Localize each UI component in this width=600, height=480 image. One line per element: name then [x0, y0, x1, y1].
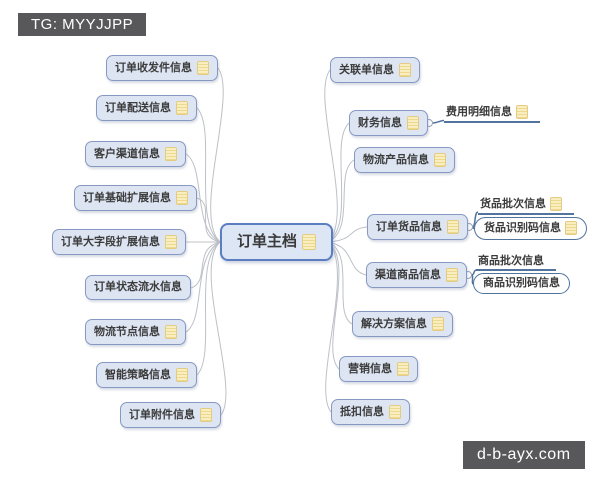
node-label: 物流产品信息	[363, 153, 429, 166]
node-label: 渠道商品信息	[375, 268, 441, 281]
node-label: 订单状态流水信息	[94, 281, 182, 293]
node-product-id-code-info[interactable]: 商品识别码信息	[473, 273, 570, 294]
note-icon	[446, 268, 458, 282]
node-label: 智能策略信息	[105, 368, 171, 381]
note-icon	[197, 61, 209, 75]
node-label: 解决方案信息	[361, 317, 427, 330]
node-label: 营销信息	[348, 362, 392, 375]
node-label: 财务信息	[358, 116, 402, 129]
note-icon	[176, 368, 188, 382]
node-label: 订单基础扩展信息	[83, 191, 171, 204]
note-icon	[389, 405, 401, 419]
node-label: 物流节点信息	[94, 325, 160, 338]
node-goods-id-code-info[interactable]: 货品识别码信息	[474, 217, 587, 240]
node-logistics-product-info[interactable]: 物流产品信息	[354, 147, 455, 173]
node-label: 订单主档	[237, 233, 298, 250]
node-label: 关联单信息	[339, 63, 394, 76]
node-solution-info[interactable]: 解决方案信息	[352, 311, 453, 337]
note-icon	[550, 197, 562, 211]
node-order-master[interactable]: 订单主档	[220, 223, 334, 261]
node-label: 订单大字段扩展信息	[61, 235, 160, 248]
watermark-bottom-right: d-b-ayx.com	[463, 441, 585, 469]
node-label: 订单配送信息	[105, 101, 171, 114]
node-smart-strategy-info[interactable]: 智能策略信息	[96, 362, 197, 388]
node-label: 订单货品信息	[376, 220, 442, 233]
note-icon	[432, 317, 444, 331]
note-icon	[397, 362, 409, 376]
node-label: 订单收发件信息	[115, 61, 192, 74]
node-label: 客户渠道信息	[94, 147, 160, 160]
watermark-top-left-text: TG: MYYJJPP	[31, 16, 134, 33]
note-icon	[399, 63, 411, 77]
node-product-batch-info[interactable]: 商品批次信息	[476, 255, 556, 271]
note-icon	[200, 408, 212, 422]
node-marketing-info[interactable]: 营销信息	[339, 356, 418, 382]
node-order-attachment-info[interactable]: 订单附件信息	[120, 402, 221, 428]
node-finance-info[interactable]: 财务信息	[349, 110, 428, 136]
note-icon	[176, 101, 188, 115]
node-related-order-info[interactable]: 关联单信息	[330, 57, 420, 83]
note-icon	[407, 116, 419, 130]
node-order-status-flow-info[interactable]: 订单状态流水信息	[85, 275, 191, 300]
node-customer-channel-info[interactable]: 客户渠道信息	[85, 141, 186, 167]
node-label: 费用明细信息	[446, 106, 512, 118]
node-label: 货品识别码信息	[484, 222, 561, 234]
node-label: 订单附件信息	[129, 408, 195, 421]
note-icon	[165, 235, 177, 249]
note-icon	[165, 325, 177, 339]
node-channel-product-info[interactable]: 渠道商品信息	[366, 262, 467, 288]
node-logistics-node-info[interactable]: 物流节点信息	[85, 319, 186, 345]
node-order-goods-info[interactable]: 订单货品信息	[367, 214, 468, 240]
node-order-large-field-ext-info[interactable]: 订单大字段扩展信息	[52, 229, 186, 255]
note-icon	[434, 153, 446, 167]
note-icon	[565, 221, 577, 235]
note-icon	[302, 234, 317, 250]
note-icon	[176, 191, 188, 205]
node-label: 货品批次信息	[480, 198, 546, 210]
note-icon	[447, 220, 459, 234]
node-goods-batch-info[interactable]: 货品批次信息	[478, 197, 574, 215]
note-icon	[165, 147, 177, 161]
node-order-delivery-info[interactable]: 订单配送信息	[96, 95, 197, 121]
node-label: 商品识别码信息	[483, 277, 560, 289]
node-label: 抵扣信息	[340, 405, 384, 418]
node-label: 商品批次信息	[478, 255, 544, 267]
watermark-bottom-right-text: d-b-ayx.com	[477, 446, 571, 463]
node-fee-detail-info[interactable]: 费用明细信息	[444, 105, 540, 123]
node-order-send-receive-info[interactable]: 订单收发件信息	[106, 55, 218, 81]
watermark-top-left: TG: MYYJJPP	[18, 13, 147, 36]
note-icon	[516, 105, 528, 119]
node-order-basic-ext-info[interactable]: 订单基础扩展信息	[74, 185, 197, 211]
node-deduction-info[interactable]: 抵扣信息	[331, 399, 410, 425]
